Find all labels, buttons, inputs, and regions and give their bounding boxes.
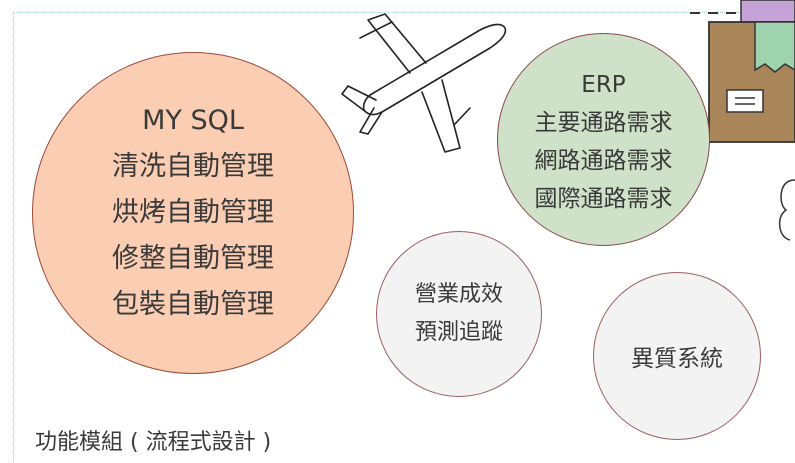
erp-title: ERP xyxy=(581,71,626,98)
forecast-line-1: 營業成效 xyxy=(414,282,503,307)
diagram-frame xyxy=(13,12,793,461)
dashed-line xyxy=(690,12,770,14)
forecast-line-2: 預測追蹤 xyxy=(414,320,503,345)
diagram-caption: 功能模組 ( 流程式設計 ) xyxy=(35,430,272,455)
mysql-module-circle: MY SQL 清洗自動管理 烘烤自動管理 修整自動管理 包裝自動管理 xyxy=(32,52,354,374)
mysql-line-pack: 包裝自動管理 xyxy=(112,289,274,320)
erp-line-online-channel: 網路通路需求 xyxy=(534,147,673,174)
hetero-label: 異質系統 xyxy=(631,346,723,372)
mysql-line-wash: 清洗自動管理 xyxy=(112,151,274,182)
heterogeneous-system-circle: 異質系統 xyxy=(593,272,761,440)
mysql-line-bake: 烘烤自動管理 xyxy=(112,197,274,228)
package-box-icon xyxy=(708,0,795,143)
erp-module-circle: ERP 主要通路需求 網路通路需求 國際通路需求 xyxy=(497,33,710,246)
mysql-line-trim: 修整自動管理 xyxy=(112,243,274,274)
airplane-icon xyxy=(341,13,507,153)
mysql-title: MY SQL xyxy=(142,105,244,136)
forecast-module-circle: 營業成效 預測追蹤 xyxy=(376,231,542,397)
erp-line-main-channel: 主要通路需求 xyxy=(534,109,673,136)
cloud-icon xyxy=(778,179,795,241)
erp-line-intl-channel: 國際通路需求 xyxy=(534,185,673,212)
